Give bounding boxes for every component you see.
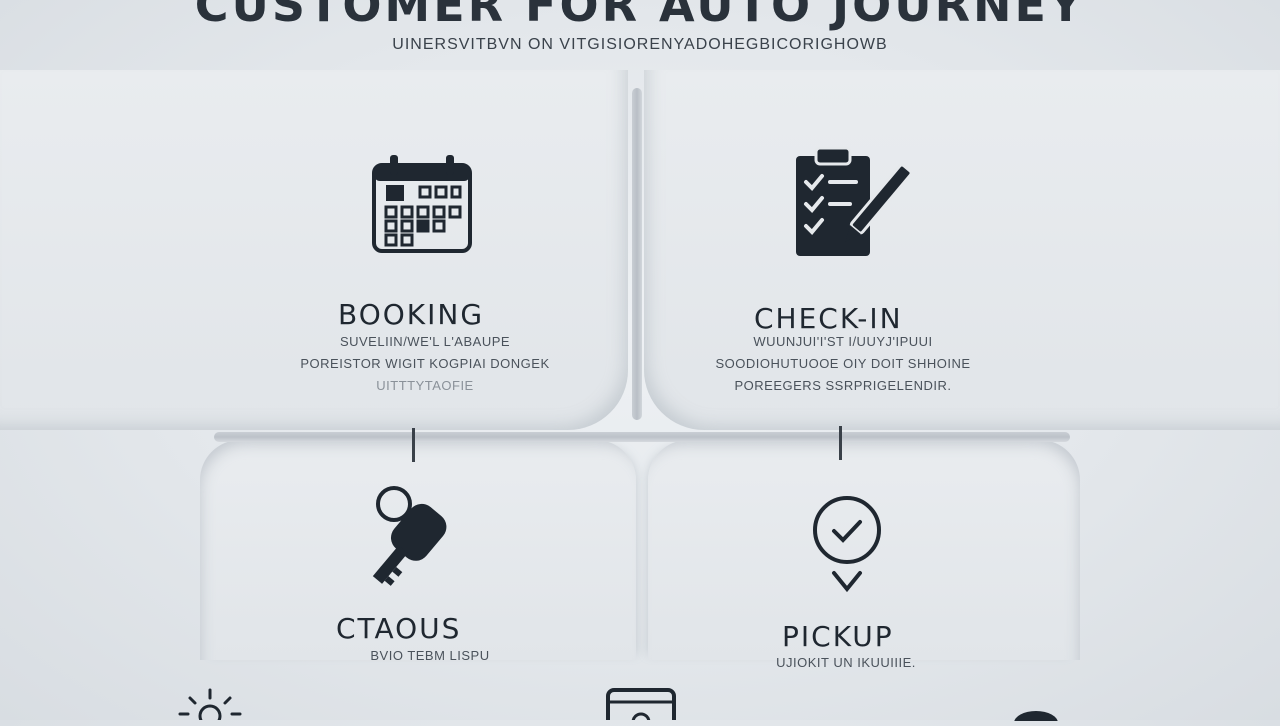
stage-label-pickup: PICKUP — [782, 620, 894, 653]
stage-label-check-in: CHECK-IN — [754, 302, 903, 335]
stage-label-booking: BOOKING — [338, 298, 485, 331]
vertical-divider — [632, 88, 642, 420]
dark-blob-icon — [1012, 708, 1060, 726]
check-in-panel — [644, 70, 1280, 430]
calendar-icon — [372, 155, 472, 260]
clipboard-checklist-icon — [794, 146, 913, 263]
stage-desc-line: WUUNJUI'I'ST I/UUYJ'IPUUI — [753, 334, 933, 349]
stage-desc-line: UITTTYTAOFIE — [376, 378, 474, 393]
pickup-panel — [648, 440, 1080, 660]
car-key-icon — [372, 484, 472, 595]
stage-desc-line: BVIO TEBM LISPU — [370, 648, 490, 663]
stage-desc-line: SUVELIIN/WE'L L'ABAUPE — [339, 334, 511, 349]
phone-icon — [606, 688, 676, 726]
check-circle-icon — [810, 495, 884, 602]
page-subtitle: UINERSVITBVN ON VITGISIORENYADOHEGBICORI… — [392, 36, 888, 53]
connector-tick — [839, 426, 842, 460]
horizontal-divider — [214, 432, 1070, 442]
stage-label-ctaous: CTAOUS — [336, 612, 462, 645]
stage-desc-line: SOODIOHUTUOOE OIY DOIT SHHOINE — [715, 356, 971, 371]
page-title: CUSTOMER FOR AUTO JOURNEY — [194, 0, 1086, 32]
connector-tick — [412, 428, 415, 462]
booking-panel — [0, 70, 628, 430]
stage-desc-line: POREISTOR WIGIT KOGPIAI DONGEK — [300, 356, 550, 371]
sun-icon — [174, 686, 246, 726]
stage-desc-line: POREEGERS SSRPRIGELENDIR. — [734, 378, 952, 393]
stage-desc-line: UJIOKIT UN IKUUIIIE. — [776, 655, 916, 670]
